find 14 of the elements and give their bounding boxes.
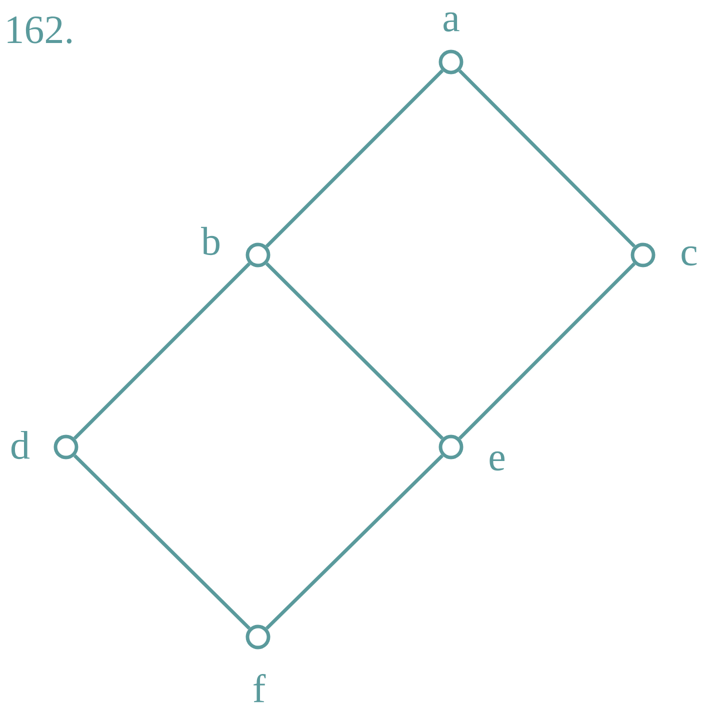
connector-line: [73, 454, 251, 630]
vertex-label: f: [254, 674, 266, 702]
connector-line: [73, 262, 251, 440]
connector-line: [265, 262, 444, 440]
problem-number: 162.: [8, 16, 72, 44]
vertex-label: d: [11, 430, 30, 460]
vertex-label: a: [444, 12, 460, 32]
connector-line: [458, 262, 636, 440]
connector-line: [458, 69, 636, 248]
vertex-label: e: [490, 451, 504, 471]
vertex-label: b: [201, 226, 220, 256]
connector-line: [265, 69, 444, 248]
connector-line: [266, 454, 444, 630]
vertex-label: c: [682, 246, 697, 266]
